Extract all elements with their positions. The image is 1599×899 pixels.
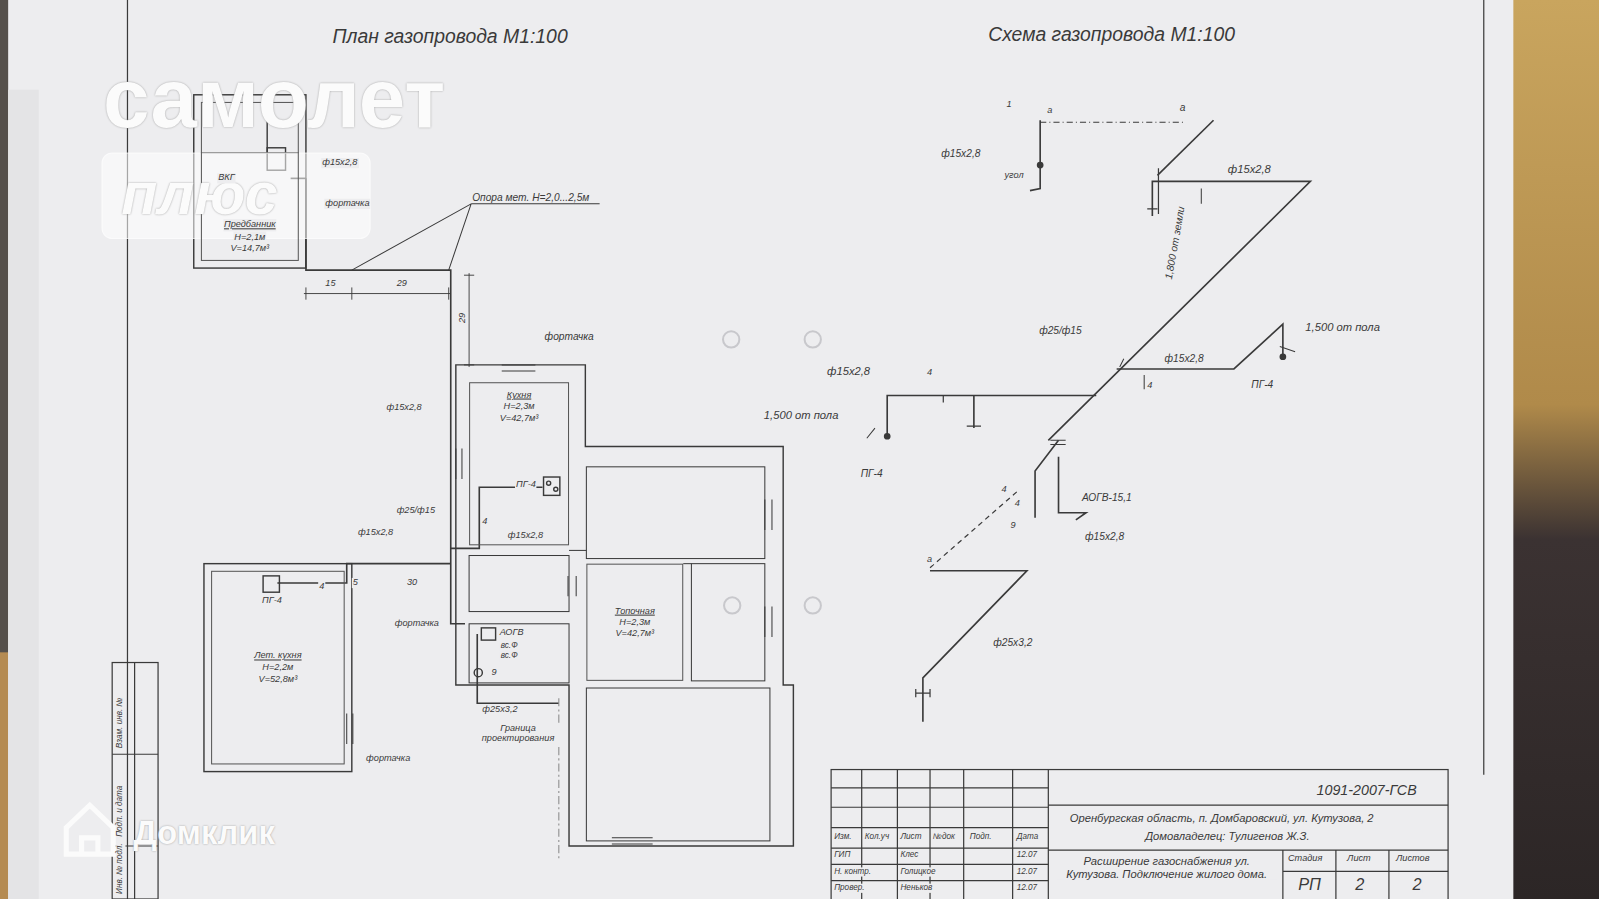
drawing-annotation: а (926, 554, 933, 564)
drawing-annotation: ПГ-4 (860, 468, 884, 479)
stamp-cell: Инв. № подл. (116, 842, 125, 895)
drawing-annotation: фортачка (544, 331, 595, 342)
title-block-cell: ГИП (833, 851, 851, 860)
room-parameter: V=42,7м³ (614, 628, 655, 639)
drawing-annotation: 9 (491, 668, 498, 678)
title-block-cell: Лист (899, 833, 922, 842)
room-parameter: H=2,1м (233, 231, 266, 242)
title-block-cell: Лист (1346, 854, 1372, 864)
title-block-cell: Подп. (969, 833, 993, 842)
drawing-annotation: 5 (352, 578, 359, 588)
room-parameter: V=14,7м³ (229, 242, 270, 253)
drawing-annotation: Граница проектирования (471, 724, 565, 744)
title-block-cell: Расширение газоснабжения ул. Кутузова. П… (1056, 855, 1276, 880)
title-block-cell: 12.07 (1016, 884, 1038, 893)
drawing-annotation: 29 (458, 312, 468, 324)
drawing-annotation: АОГВ (499, 628, 525, 638)
drawing-annotation: 4 (481, 517, 488, 527)
room-name: Кухня (506, 389, 532, 400)
drawing-annotation: 1 (1005, 100, 1012, 110)
title-block-cell: Клес (899, 851, 919, 860)
sheet-title: План газопровода М1:100 (331, 27, 568, 48)
room-name: Лет. кухня (253, 650, 302, 661)
title-block-cell: Листов (1395, 854, 1430, 864)
drawing-annotation: а (1046, 106, 1053, 116)
title-block-cell: Неньков (899, 884, 933, 893)
title-block-cell: Дата (1016, 833, 1040, 842)
watermark: плюс (120, 161, 278, 226)
title-block-cell: Кол.уч (864, 833, 890, 842)
watermark: самолет (102, 53, 446, 145)
drawing-annotation: ф15х2,8 (1227, 163, 1272, 175)
drawing-annotation: ф15х2,8 (940, 148, 981, 159)
drawing-annotation: 4 (318, 582, 325, 592)
drawing-annotation: ф25х3,2 (481, 705, 518, 715)
drawing-annotation: фортачка (394, 619, 440, 629)
drawing-annotation: ф15х2,8 (357, 528, 394, 538)
title-block-cell: 12.07 (1016, 867, 1038, 876)
title-block-cell: Изм. (833, 833, 852, 842)
schema-heading: Схема газопровода М1:100 (987, 24, 1236, 45)
title-block-cell: Стадия (1287, 854, 1323, 864)
stamp-cell: Взам. инв. № (116, 697, 125, 749)
drawing-annotation: 1,500 от пола (763, 409, 840, 421)
drawing-annotation: 4 (1014, 498, 1021, 508)
title-block-cell: Голицкое (899, 867, 936, 876)
drawing-annotation: 30 (406, 578, 418, 588)
room-parameter: H=2,3м (503, 401, 536, 412)
drawing-annotation: ф15х2,8 (1084, 531, 1125, 542)
drawing-annotation: Опора мет. H=2,0...2,5м (471, 192, 590, 203)
drawing-annotation: вс.Ф (500, 642, 519, 651)
drawing-annotation: АОГВ-15,1 (1081, 492, 1133, 503)
drawing-annotation: ф25/ф15 (396, 506, 436, 516)
drawing-annotation: вс.Ф (500, 652, 519, 661)
drawing-annotation: ф25х3,2 (992, 637, 1033, 648)
title-block-cell: №док (932, 833, 956, 842)
drawing-annotation: 15 (324, 279, 336, 289)
drawing-annotation: а (1179, 102, 1187, 113)
title-block-cell: 1091-2007-ГСВ (1316, 783, 1418, 799)
drawing-annotation: ВКГ (217, 173, 236, 183)
room-parameter: V=52,8м³ (258, 673, 299, 684)
drawing-annotation: ф15х2,8 (507, 531, 544, 541)
watermark: Домклик (133, 815, 276, 851)
room-parameter: H=2,3м (618, 617, 651, 628)
title-block-cell: Домовладелец: Тулигенов Ж.З. (1144, 830, 1310, 842)
drawing-annotation: ПГ-4 (515, 480, 537, 490)
title-block-cell: 12.07 (1016, 851, 1038, 860)
drawing-annotation: фортачка (324, 199, 370, 209)
drawing-annotation: 1,500 от пола (1304, 321, 1381, 333)
drawing-annotation: 4 (1000, 485, 1007, 495)
drawing-annotation: фортачка (365, 754, 411, 764)
room-name: Топочная (614, 605, 656, 616)
drawing-annotation: угол (1003, 171, 1024, 181)
title-block-cell: РП (1297, 876, 1322, 894)
title-block-cell: Оренбургская область, п. Домбаровский, у… (1069, 811, 1375, 823)
drawing-annotation: ф15х2,8 (321, 158, 358, 168)
drawing-annotation: ф15х2,8 (1164, 353, 1205, 364)
drawing-annotation: ф15х2,8 (385, 403, 422, 413)
drawing-annotation: ПГ-4 (261, 596, 283, 606)
drawing-annotation: 9 (1010, 521, 1017, 531)
drawing-annotation: ф15х2,8 (826, 365, 871, 377)
room-parameter: H=2,2м (261, 662, 294, 673)
drawing-annotation: ф25/ф15 (1038, 325, 1083, 336)
title-block-cell: 2 (1411, 876, 1422, 894)
title-block-cell: 2 (1354, 876, 1365, 894)
stamp-cell: Подп. и дата (116, 785, 125, 838)
title-block-cell: Провер. (833, 884, 865, 893)
drawing-annotation: 4 (926, 368, 933, 378)
drawing-annotation: 29 (396, 279, 408, 289)
room-parameter: V=42,7м³ (499, 412, 540, 423)
title-block-cell: Н. контр. (833, 867, 872, 876)
drawing-annotation: ПГ-4 (1250, 379, 1274, 390)
drawing-annotation: 4 (1146, 381, 1153, 391)
room-box: ТопочнаяH=2,3мV=42,7м³ (586, 564, 683, 681)
